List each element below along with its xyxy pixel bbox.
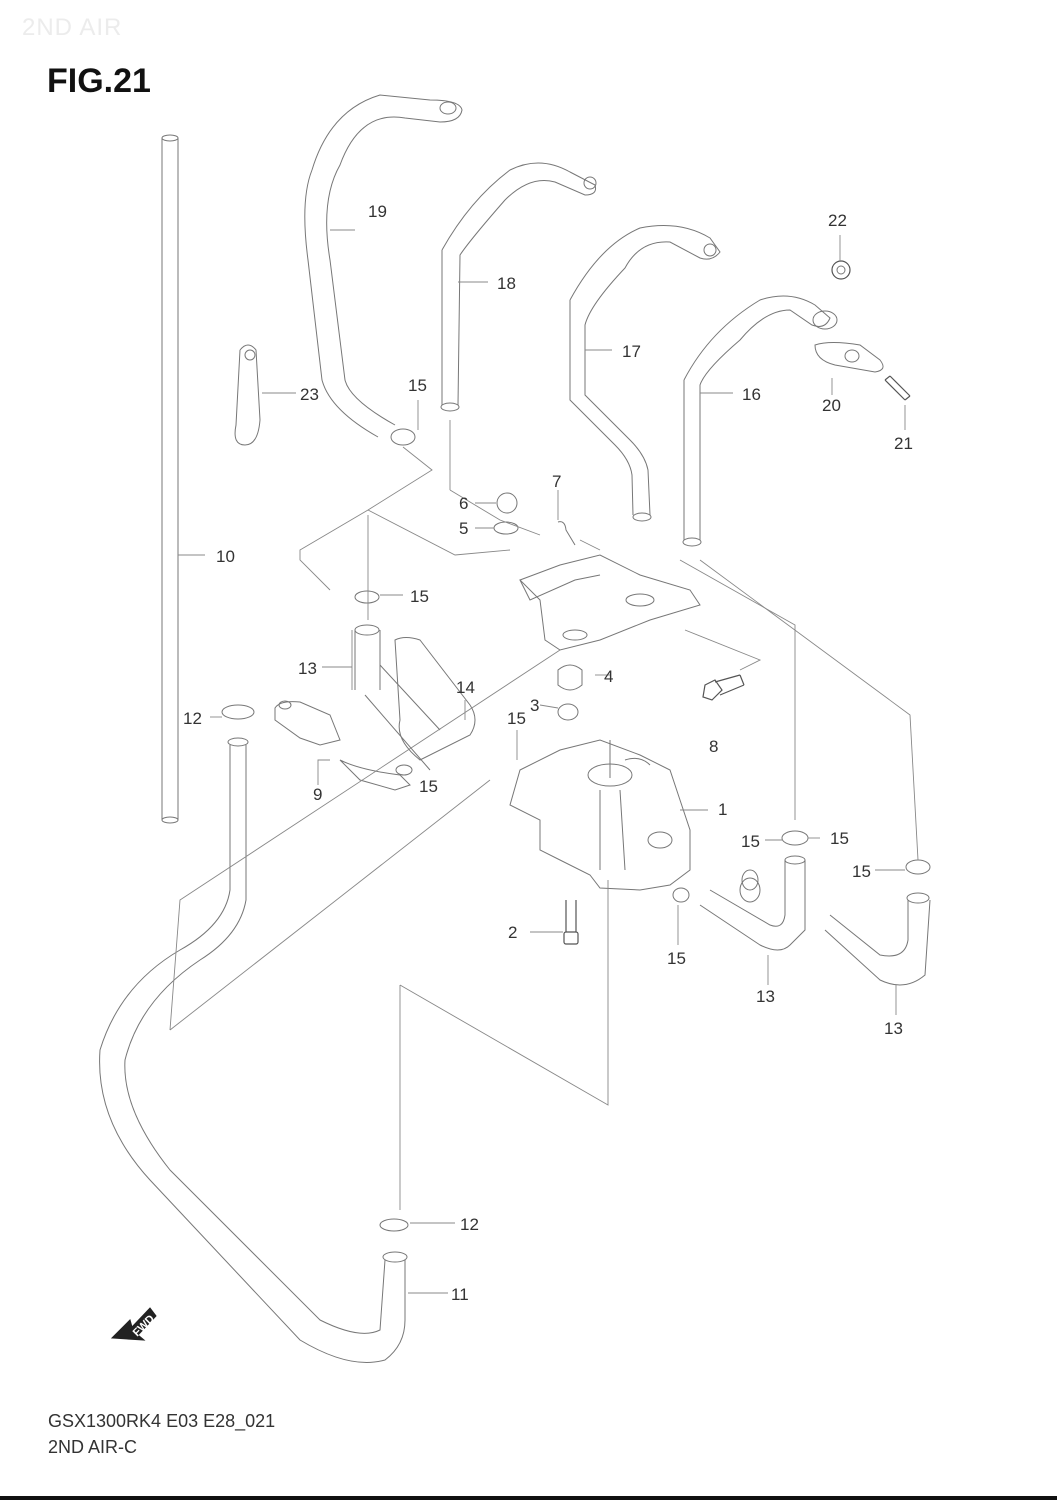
reference-lines: [169, 420, 919, 1210]
fwd-direction-arrow: FWD: [110, 1307, 157, 1341]
nut-22[interactable]: [831, 260, 851, 280]
clamp-15-g[interactable]: [395, 764, 413, 776]
nut-6[interactable]: [496, 492, 518, 514]
callout-20: 20: [822, 396, 841, 415]
hose-13-right[interactable]: [824, 892, 931, 986]
hose-17[interactable]: [569, 225, 721, 522]
callout-15-e: 15: [741, 832, 760, 851]
stud-bolt-21[interactable]: [884, 375, 911, 401]
callout-15-a: 15: [408, 376, 427, 395]
callout-9: 9: [313, 785, 322, 804]
hose-16[interactable]: [682, 295, 831, 547]
bolt-2[interactable]: [563, 900, 579, 945]
hose-13-left[interactable]: [354, 624, 381, 690]
callout-6: 6: [459, 494, 468, 513]
section-watermark: 2ND AIR: [22, 14, 123, 41]
section-name: 2ND AIR-C: [48, 1437, 138, 1457]
pipe-10[interactable]: [161, 134, 179, 824]
callout-22: 22: [828, 211, 847, 230]
reed-valve-cover-4[interactable]: [519, 554, 701, 691]
callout-15-d: 15: [419, 777, 438, 796]
washer-5[interactable]: [493, 521, 519, 535]
callout-12-lower: 12: [460, 1215, 479, 1234]
callout-23: 23: [300, 385, 319, 404]
callout-16: 16: [742, 385, 761, 404]
callout-4: 4: [604, 667, 613, 686]
clamp-15-a[interactable]: [390, 428, 416, 446]
callout-15-c: 15: [507, 709, 526, 728]
callout-11: 11: [451, 1285, 469, 1304]
gasket-3[interactable]: [557, 703, 579, 721]
callout-15-h: 15: [667, 949, 686, 968]
hose-13-center[interactable]: [699, 855, 806, 951]
callout-14: 14: [456, 678, 475, 697]
callout-1: 1: [718, 800, 727, 819]
stud-7[interactable]: [557, 521, 576, 546]
callout-3: 3: [530, 696, 539, 715]
clamp-15-b[interactable]: [354, 590, 380, 604]
callout-10: 10: [216, 547, 235, 566]
clamp-15-c[interactable]: [781, 830, 809, 846]
bracket-9[interactable]: [274, 700, 411, 791]
leader-lines: [178, 229, 906, 1294]
callout-7: 7: [552, 472, 561, 491]
callout-15-f: 15: [830, 829, 849, 848]
callout-13-center: 13: [756, 987, 775, 1006]
clamp-15-d[interactable]: [905, 859, 931, 875]
callout-15-b: 15: [410, 587, 429, 606]
bolt-8[interactable]: [702, 674, 745, 701]
clamp-15-f[interactable]: [672, 887, 690, 903]
callout-2: 2: [508, 923, 517, 942]
callout-18: 18: [497, 274, 516, 293]
clamp-12-upper[interactable]: [221, 704, 255, 720]
clamp-15-e[interactable]: [741, 869, 759, 891]
hose-14[interactable]: [364, 637, 476, 771]
pair-valve-1[interactable]: [509, 739, 691, 891]
hose-19[interactable]: [304, 94, 463, 438]
callout-19: 19: [368, 202, 387, 221]
callout-5: 5: [459, 519, 468, 538]
gasket-20[interactable]: [812, 310, 884, 373]
callout-17: 17: [622, 342, 641, 361]
callout-8: 8: [709, 737, 718, 756]
hose-23[interactable]: [234, 344, 261, 446]
figure-title: FIG.21: [47, 62, 151, 100]
hose-11[interactable]: [99, 737, 408, 1363]
model-code: GSX1300RK4 E03 E28_021: [48, 1411, 276, 1431]
callout-15-g: 15: [852, 862, 871, 881]
clamp-12-lower[interactable]: [379, 1218, 409, 1232]
diagram-footer: GSX1300RK4 E03 E28_021 2ND AIR-C: [48, 1408, 275, 1460]
hose-18[interactable]: [440, 162, 597, 412]
bottom-border: [0, 1496, 1057, 1500]
callout-21: 21: [894, 434, 913, 453]
callout-12-upper: 12: [183, 709, 202, 728]
callout-13-right: 13: [884, 1019, 903, 1038]
callout-13-left: 13: [298, 659, 317, 678]
